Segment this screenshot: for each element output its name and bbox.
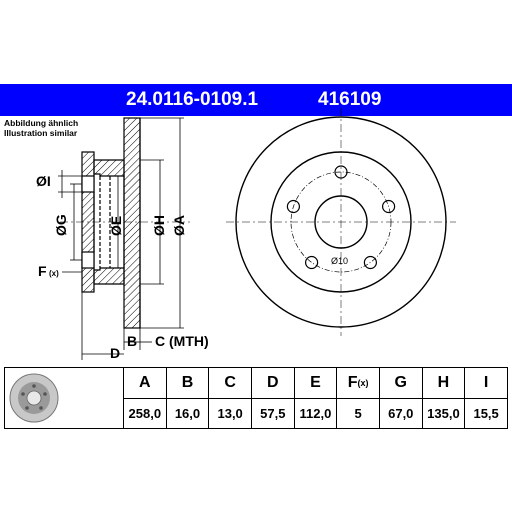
friction-ring-section: [123, 117, 141, 329]
spec-table: A B C D E F(x) G H I 258,0 16,0 13,0 57,…: [4, 367, 508, 429]
spec-value: 258,0: [123, 398, 167, 429]
spec-value: 13,0: [208, 398, 252, 429]
header-bar: 24.0116-0109.1 416109: [0, 84, 512, 116]
spec-value-row: 258,0 16,0 13,0 57,5 112,0 5 67,0 135,0 …: [5, 398, 508, 429]
bolt-hole: [363, 255, 377, 270]
label-dim-b: B: [127, 333, 137, 349]
spec-header: G: [378, 367, 423, 399]
spec-header: E: [293, 367, 338, 399]
disc-section-view: [60, 117, 190, 329]
spec-value: 5: [336, 398, 380, 429]
disc-front-view: [226, 108, 456, 336]
label-dim-d: D: [110, 345, 120, 361]
label-dim-c: C (MTH): [155, 333, 209, 349]
spec-header: A: [123, 367, 167, 399]
reference-number: 416109: [318, 89, 382, 110]
spec-header: C: [208, 367, 252, 399]
label-dim-f: F: [38, 263, 47, 279]
section-labels: ØI ØG ØE ØH ØA F (x) B C (MTH) D: [36, 173, 209, 361]
label-dim-i: ØI: [36, 173, 51, 189]
spec-value: 57,5: [250, 398, 295, 429]
label-dim-a: ØA: [171, 215, 187, 236]
spec-value: 16,0: [165, 398, 210, 429]
label-dim-h: ØH: [151, 215, 167, 236]
spec-header: B: [165, 367, 210, 399]
spec-header-row: A B C D E F(x) G H I: [4, 367, 508, 429]
label-dim-e: ØE: [108, 216, 124, 236]
spec-header: D: [250, 367, 295, 399]
note-german: Abbildung ähnlich: [4, 118, 79, 128]
note-english: Illustration similar: [4, 128, 78, 138]
part-number: 24.0116-0109.1: [126, 89, 259, 110]
spec-value: 135,0: [421, 398, 466, 429]
bolt-hole: [286, 199, 300, 214]
bolt-hole-lower: [81, 251, 95, 269]
spec-header: I: [464, 367, 508, 399]
bolt-hole: [382, 199, 396, 214]
thumbnail-cell: [4, 367, 124, 429]
spec-value: 112,0: [293, 398, 338, 429]
label-dim-g: ØG: [53, 214, 69, 236]
spec-value: 67,0: [378, 398, 423, 429]
spec-header-f: F(x): [336, 367, 380, 399]
hat-lower-section: [93, 267, 125, 285]
spec-header: H: [421, 367, 466, 399]
hat-upper-section: [93, 159, 125, 177]
bolt-hole-upper: [81, 175, 95, 193]
section-dimensions: [58, 117, 184, 360]
label-bolt-hole: Ø10: [331, 256, 348, 266]
bolt-hole: [305, 255, 319, 270]
spec-value: 15,5: [464, 398, 508, 429]
label-dim-f-sub: (x): [49, 269, 59, 278]
